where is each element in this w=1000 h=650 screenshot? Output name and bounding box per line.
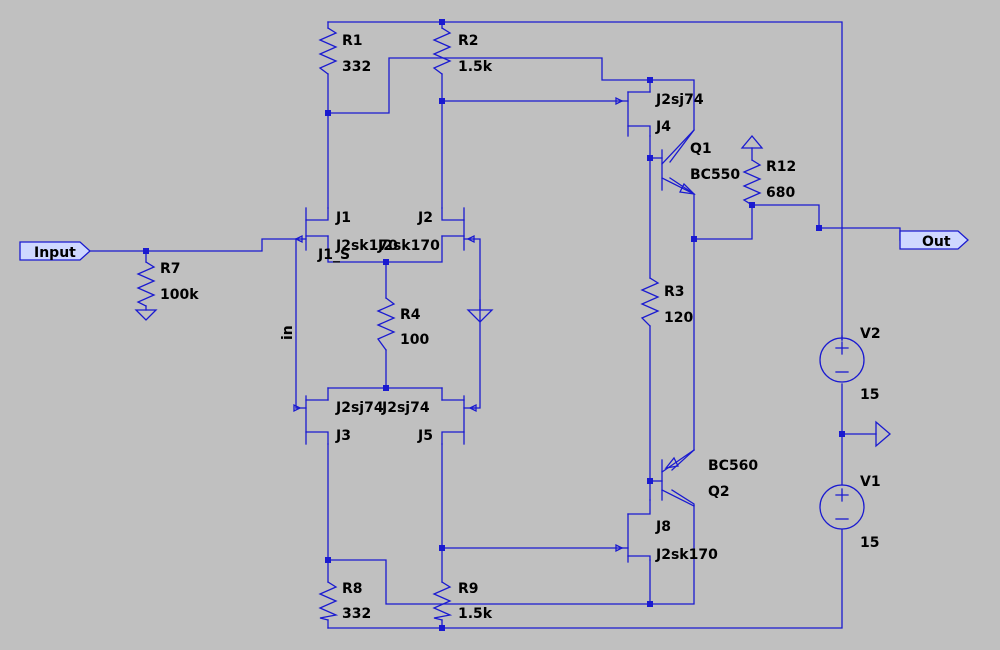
ground-icon [875,420,891,448]
r7-ref: R7 [160,261,181,277]
j2-model: J2sk170 [377,238,440,254]
voltage-source-v2[interactable]: V2 15 [819,326,881,403]
jfet-j1[interactable]: J1 J2sk170 [294,207,398,254]
wires [89,21,901,629]
r4-ref: R4 [400,307,421,323]
resistor-r4[interactable]: R4 100 [376,297,429,351]
q1-model: BC550 [690,167,740,183]
output-port-label: Out [922,234,951,250]
v1-ref: V1 [860,474,881,490]
resistor-r9[interactable]: R9 1.5k [432,581,493,622]
voltage-source-v1[interactable]: V1 15 [819,474,881,551]
r2-value: 1.5k [458,59,493,75]
supply-arrow-icon [740,134,764,149]
j2-ref: J2 [417,210,433,226]
resistor-r3[interactable]: R3 120 [640,277,693,327]
r7-value: 100k [160,287,199,303]
q2-model: BC560 [708,458,758,474]
jfet-j3[interactable]: J2sj74 J3 [293,395,384,445]
j1-model: J2sk170 [335,238,398,254]
q1-ref: Q1 [690,141,712,157]
output-port[interactable]: Out [899,230,969,250]
resistor-r8[interactable]: R8 332 [318,581,371,622]
r8-ref: R8 [342,581,363,597]
v1-value: 15 [860,535,879,551]
j8-model: J2sk170 [655,547,718,563]
resistor-r7[interactable]: R7 100k [136,261,199,307]
v2-ref: V2 [860,326,881,342]
q2-ref: Q2 [708,484,730,500]
ground-icon [466,309,494,323]
r1-value: 332 [342,59,371,75]
j3-ref: J3 [335,428,351,444]
jfet-j5[interactable]: J2sj74 J5 [381,395,477,445]
r9-ref: R9 [458,581,479,597]
input-port-label: Input [34,245,76,261]
j5-ref: J5 [417,428,433,444]
r2-ref: R2 [458,33,479,49]
v2-value: 15 [860,387,879,403]
j3-model: J2sj74 [335,400,384,416]
j5-model: J2sj74 [381,400,430,416]
j8-ref: J8 [655,519,671,535]
j1-ref: J1 [335,210,351,226]
bjt-q2[interactable]: BC560 Q2 [649,449,758,507]
bjt-q1[interactable]: Q1 BC550 [649,129,740,195]
j4-model: J2sj74 [655,92,704,108]
jfet-j2[interactable]: J2 J2sk170 [377,207,475,254]
r8-value: 332 [342,606,371,622]
r12-ref: R12 [766,159,796,175]
r1-ref: R1 [342,33,363,49]
input-port[interactable]: Input [19,241,91,261]
jfet-j8[interactable]: J8 J2sk170 [615,499,718,563]
r12-value: 680 [766,185,795,201]
resistor-r2[interactable]: R2 1.5k [432,27,493,75]
r3-ref: R3 [664,284,685,300]
jfet-j4[interactable]: J2sj74 J4 [615,91,704,137]
ground-icon [134,309,158,321]
j4-ref: J4 [655,119,671,135]
resistor-r12[interactable]: R12 680 [742,159,796,206]
r9-value: 1.5k [458,606,493,622]
r4-value: 100 [400,332,429,348]
resistor-r1[interactable]: R1 332 [318,27,371,75]
net-label-j1-s: J1_S [317,247,350,263]
net-label-in: in [280,325,296,340]
r3-value: 120 [664,310,693,326]
junctions [143,19,845,631]
